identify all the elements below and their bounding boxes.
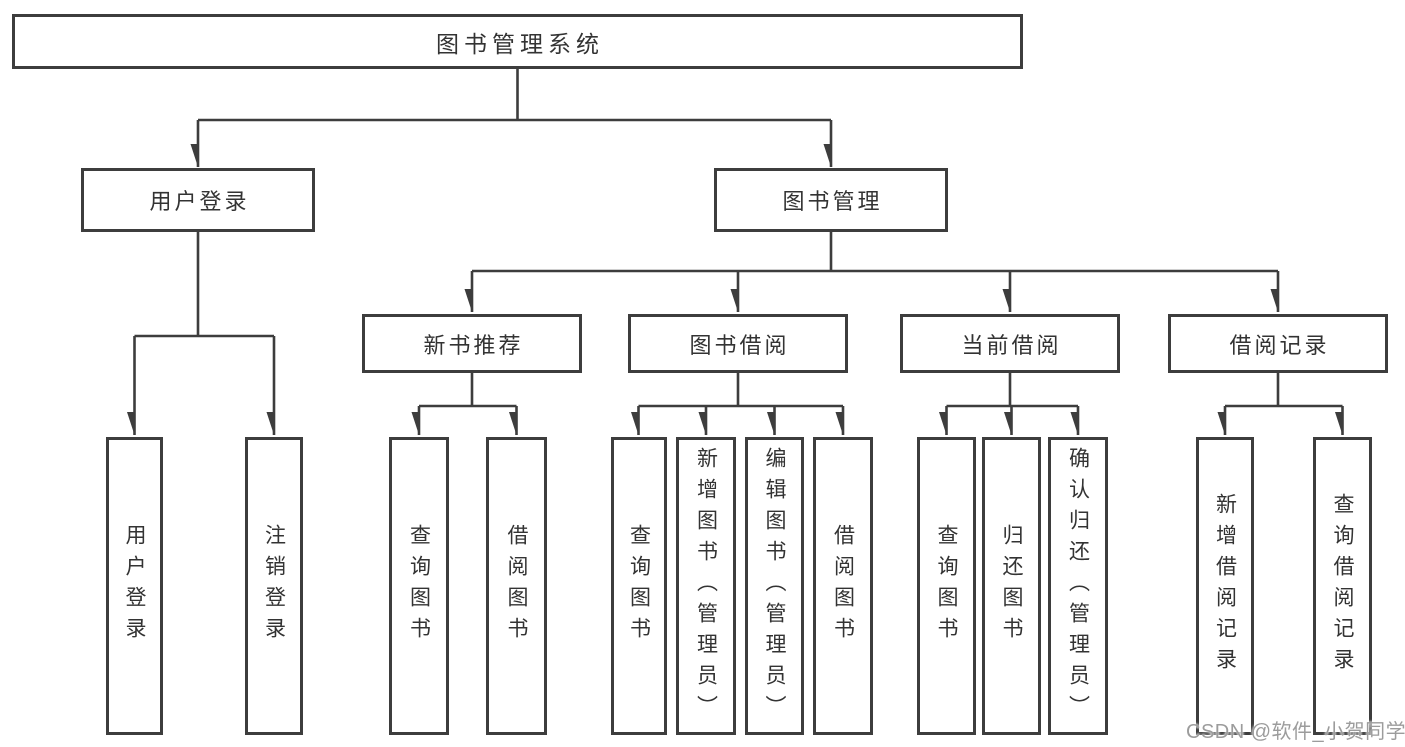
- node-label: 查询图书: [935, 524, 958, 648]
- node-label: 注销登录: [262, 524, 286, 648]
- node-label: 归还图书: [1000, 524, 1023, 648]
- csdn-watermark: CSDN @软件_小贺同学: [1186, 721, 1405, 743]
- node-label: 查询图书: [407, 524, 431, 648]
- node-user-login-branch: 用户登录: [81, 168, 315, 232]
- leaf-add-books-admin: 新增图书（管理员）: [676, 437, 736, 735]
- leaf-logout-login: 注销登录: [245, 437, 303, 735]
- node-label: 查询借阅记录: [1331, 493, 1354, 679]
- node-label: 当前借阅: [961, 332, 1062, 358]
- leaf-borrow-books-recommend: 借阅图书: [486, 437, 547, 735]
- leaf-confirm-return-admin: 确认归还（管理员）: [1048, 437, 1108, 735]
- node-label: 编辑图书（管理员）: [763, 446, 786, 726]
- node-label: 新书推荐: [423, 332, 524, 358]
- node-label: 查询图书: [627, 524, 651, 648]
- node-label: 图书管理系统: [436, 30, 604, 57]
- node-new-book-recommend: 新书推荐: [362, 314, 582, 373]
- node-book-borrowing: 图书借阅: [628, 314, 848, 373]
- node-label: 图书借阅: [689, 332, 790, 358]
- node-root-library-system: 图书管理系统: [12, 14, 1023, 69]
- node-borrowing-records: 借阅记录: [1168, 314, 1388, 373]
- node-label: 借阅记录: [1229, 332, 1330, 358]
- node-label: 新增借阅记录: [1213, 493, 1237, 679]
- leaf-edit-books-admin: 编辑图书（管理员）: [745, 437, 804, 735]
- leaf-query-books-current: 查询图书: [917, 437, 976, 735]
- node-label: 新增图书（管理员）: [694, 446, 718, 726]
- node-book-management-branch: 图书管理: [714, 168, 948, 232]
- leaf-query-books-recommend: 查询图书: [389, 437, 449, 735]
- node-label: 借阅图书: [831, 524, 855, 648]
- node-label: 用户登录: [123, 524, 146, 648]
- node-label: 借阅图书: [505, 524, 528, 648]
- leaf-borrow-books: 借阅图书: [813, 437, 873, 735]
- node-label: 用户登录: [149, 189, 250, 214]
- node-label: 图书管理: [782, 189, 883, 214]
- leaf-return-books: 归还图书: [982, 437, 1041, 735]
- node-label: 确认归还（管理员）: [1066, 446, 1090, 726]
- leaf-add-borrow-record: 新增借阅记录: [1196, 437, 1254, 735]
- node-current-borrowing: 当前借阅: [900, 314, 1120, 373]
- leaf-user-login: 用户登录: [106, 437, 163, 735]
- leaf-query-books-borrowing: 查询图书: [611, 437, 667, 735]
- leaf-query-borrow-record: 查询借阅记录: [1313, 437, 1372, 735]
